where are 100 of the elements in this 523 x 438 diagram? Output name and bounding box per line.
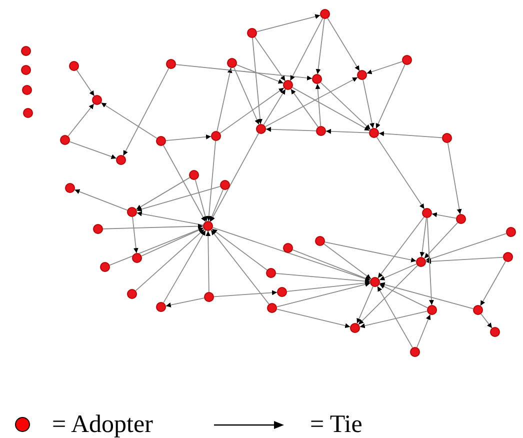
tie-arrow: [76, 70, 95, 96]
tie-arrow: [290, 88, 319, 128]
tie-arrow: [316, 18, 325, 74]
tie-arrow: [102, 224, 204, 230]
tie-arrow: [210, 132, 260, 222]
adopter-node: [266, 268, 276, 278]
adopter-node: [503, 252, 513, 262]
tie-arrow: [356, 286, 374, 324]
tie-arrow: [162, 144, 206, 222]
tie-arrow: [276, 282, 371, 308]
adopter-node: [315, 236, 325, 246]
adopter-node: [370, 277, 380, 287]
tie-arrow: [379, 282, 474, 310]
adopter-node: [473, 305, 483, 315]
tie-arrow: [324, 244, 372, 280]
adopter-node: [402, 55, 412, 65]
adopter-node: [93, 224, 103, 234]
adopter-node: [312, 74, 322, 84]
tie-arrow: [292, 86, 370, 132]
adopter-node: [506, 227, 516, 237]
tie-arrow: [254, 36, 286, 82]
tie-arrow: [136, 177, 190, 210]
tie-arrow: [136, 186, 221, 212]
tie-arrow: [366, 61, 403, 74]
tie-arrow: [214, 290, 278, 298]
tie-arrow: [377, 286, 413, 348]
tie-arrow: [315, 84, 322, 126]
adopter-node: [132, 253, 142, 263]
tie-arrow: [426, 218, 434, 306]
tie-arrow: [194, 179, 208, 222]
adopter-node: [427, 305, 437, 315]
adopter-node: [283, 80, 293, 90]
adopter-node: [69, 61, 79, 71]
tie-arrow: [263, 88, 286, 126]
adopter-node: [203, 221, 213, 231]
tie-arrow: [431, 212, 457, 219]
tie-arrow: [359, 310, 428, 328]
adopter-node: [277, 287, 287, 297]
adopter-node: [247, 28, 257, 38]
legend-label: = Tie: [310, 411, 362, 438]
tie-arrow: [276, 272, 370, 284]
adopter-node: [267, 303, 277, 313]
adopter-node: [442, 133, 452, 143]
adopter-node: [456, 214, 466, 224]
tie-arrow: [209, 189, 224, 222]
tie-arrow: [220, 87, 284, 134]
adopter-node: [127, 207, 137, 217]
tie-arrow: [326, 128, 370, 134]
tie-arrow: [210, 230, 270, 304]
adopter-node: [156, 136, 166, 146]
tie-arrow: [206, 230, 211, 292]
tie-arrow: [69, 141, 117, 159]
adopter-node: [189, 170, 199, 180]
tie-arrow: [286, 280, 370, 292]
adopter-node: [256, 124, 266, 134]
tie-arrow: [165, 298, 205, 308]
tie-arrow: [206, 140, 216, 222]
adopter-node: [316, 126, 326, 136]
tie-arrow: [290, 18, 324, 82]
tie-arrow: [212, 228, 268, 270]
adopter-node: [369, 128, 379, 138]
adopter-node: [60, 135, 70, 145]
adopter-node: [320, 9, 330, 19]
tie-arrow: [68, 103, 94, 137]
adopter-node: [156, 302, 166, 312]
tie-arrow: [480, 260, 506, 306]
adopter-node: [127, 289, 137, 299]
adopter-node: [357, 70, 367, 80]
adopter-node: [422, 208, 432, 218]
tie-arrow: [216, 67, 232, 132]
adopter-node: [166, 59, 176, 69]
tie-arrow: [74, 189, 128, 211]
tie-arrow: [256, 14, 321, 32]
tie-arrow: [264, 76, 358, 128]
tie-arrow: [166, 134, 212, 141]
adopter-node: [220, 180, 230, 190]
tie-arrow: [425, 233, 507, 262]
adopter-node: [204, 292, 214, 302]
tie-arrow: [176, 64, 312, 80]
tie-arrow: [109, 227, 204, 266]
adopter-node: [23, 108, 33, 118]
tie-arrow: [362, 79, 374, 129]
tie-arrow: [424, 222, 458, 259]
tie-arrow: [320, 82, 371, 130]
adopter-node: [211, 131, 221, 141]
tie-arrow: [141, 228, 204, 256]
tie-arrow: [378, 131, 442, 138]
tie-arrow: [236, 64, 284, 84]
tie-arrow: [100, 102, 158, 139]
adopter-node: [227, 58, 237, 68]
adopter-node: [22, 85, 32, 95]
tie-arrow: [379, 264, 417, 280]
tie-arrow: [376, 64, 406, 129]
adopter-node: [490, 327, 500, 337]
adopter-node: [21, 65, 31, 75]
tie-arrow: [266, 126, 316, 132]
tie-arrow: [378, 216, 424, 278]
tie-arrow: [132, 216, 138, 254]
tie-arrow: [327, 18, 360, 72]
adopter-node: [283, 243, 293, 253]
